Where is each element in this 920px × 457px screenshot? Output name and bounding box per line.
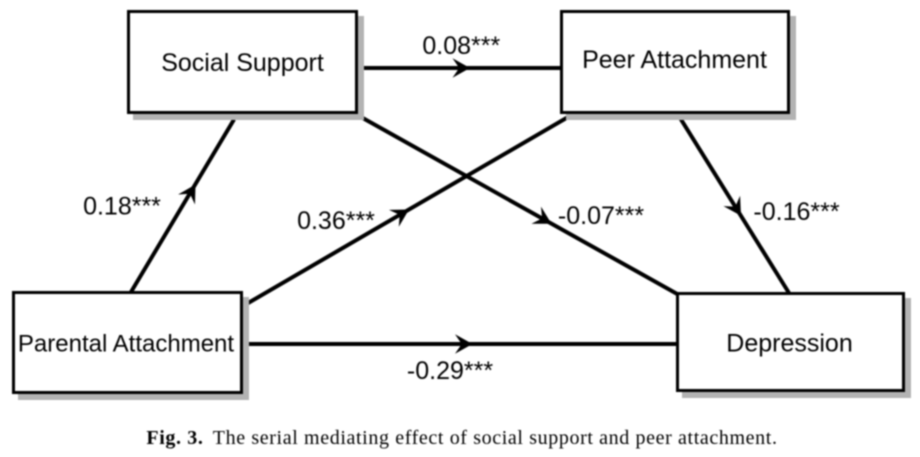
svg-text:Depression: Depression (726, 329, 852, 357)
svg-text:0.18***: 0.18*** (83, 193, 161, 221)
svg-text:0.36***: 0.36*** (297, 207, 375, 235)
svg-text:Fig. 3. The serial mediating: Fig. 3. The serial mediating effect of s… (146, 427, 777, 449)
svg-text:-0.29***: -0.29*** (407, 357, 493, 385)
svg-text:Social Support: Social Support (161, 49, 324, 77)
svg-text:0.08***: 0.08*** (422, 32, 500, 60)
svg-text:-0.16***: -0.16*** (753, 198, 839, 226)
svg-text:Peer Attachment: Peer Attachment (582, 46, 767, 74)
svg-text:Parental Attachment: Parental Attachment (18, 331, 234, 358)
svg-text:-0.07***: -0.07*** (558, 202, 644, 230)
